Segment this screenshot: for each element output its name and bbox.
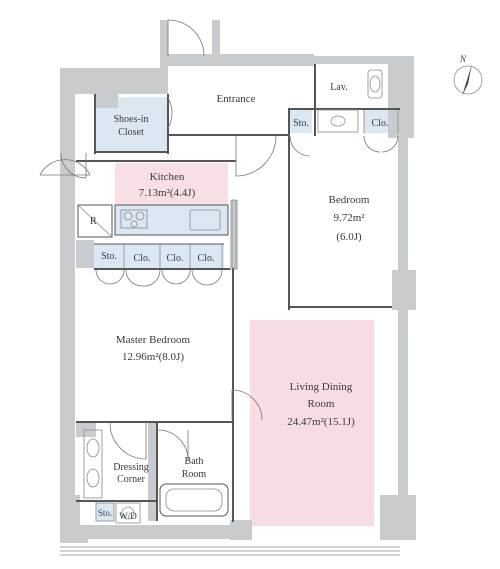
lavatory-fixtures [317, 69, 399, 134]
clo-top-label: Clo. [372, 118, 389, 129]
living-fill [250, 320, 374, 526]
refrigerator-box [77, 204, 113, 238]
sto-top-fill [290, 110, 312, 133]
bath-fixtures [83, 429, 229, 524]
balcony [60, 546, 400, 556]
top-closet-doors [289, 135, 399, 157]
compass: N [453, 54, 483, 96]
kitchen-fill [115, 163, 228, 205]
sto-bottom-label: Sto. [98, 508, 112, 518]
dressing-label-line2: Corner [117, 474, 145, 485]
living-area-label: 24.47m²(15.1J) [287, 416, 355, 428]
interior-walls [76, 64, 400, 522]
master-bedroom-area-label: 12.96m²(8.0J) [122, 351, 184, 363]
shoes-closet-label-line1: Shoes-in [114, 114, 149, 125]
refrigerator-label: R [90, 216, 97, 227]
closet-row-sto-label: Sto. [101, 251, 117, 262]
bedroom-area-label: 9.72m² [333, 212, 365, 224]
bedroom-jo-label: (6.0J) [336, 231, 362, 243]
washer-label: W/D [119, 511, 137, 521]
exterior-walls [60, 20, 416, 543]
door-swings [39, 19, 277, 461]
north-arrow-icon [462, 64, 472, 96]
sto-bottom-fill [96, 503, 114, 521]
living-label-line1: Living Dining [290, 381, 353, 393]
dressing-label-line1: Dressing [113, 462, 149, 473]
lav-label: Lav. [330, 82, 347, 93]
living-label-line2: Room [308, 398, 335, 410]
bedroom-label: Bedroom [329, 194, 370, 206]
bath-label-line2: Room [182, 469, 207, 480]
compass-north-label: N [459, 54, 467, 64]
closet-row-fill [94, 244, 224, 268]
master-bedroom-label: Master Bedroom [116, 334, 191, 346]
entrance-label: Entrance [216, 93, 255, 105]
kitchen-counter-fill [115, 205, 228, 235]
shoes-closet-label-line2: Closet [118, 127, 144, 138]
closet-row-clo-3-label: Clo. [198, 253, 215, 264]
bath-label-line1: Bath [185, 456, 204, 467]
closet-row-clo-2-label: Clo. [167, 253, 184, 264]
closet-row-clo-1-label: Clo. [134, 253, 151, 264]
sto-top-label: Sto. [293, 118, 309, 129]
kitchen-area-label: 7.13m²(4.4J) [139, 187, 196, 199]
kitchen-label: Kitchen [150, 171, 185, 183]
kitchen-counter [114, 199, 237, 269]
closet-row [94, 243, 224, 287]
